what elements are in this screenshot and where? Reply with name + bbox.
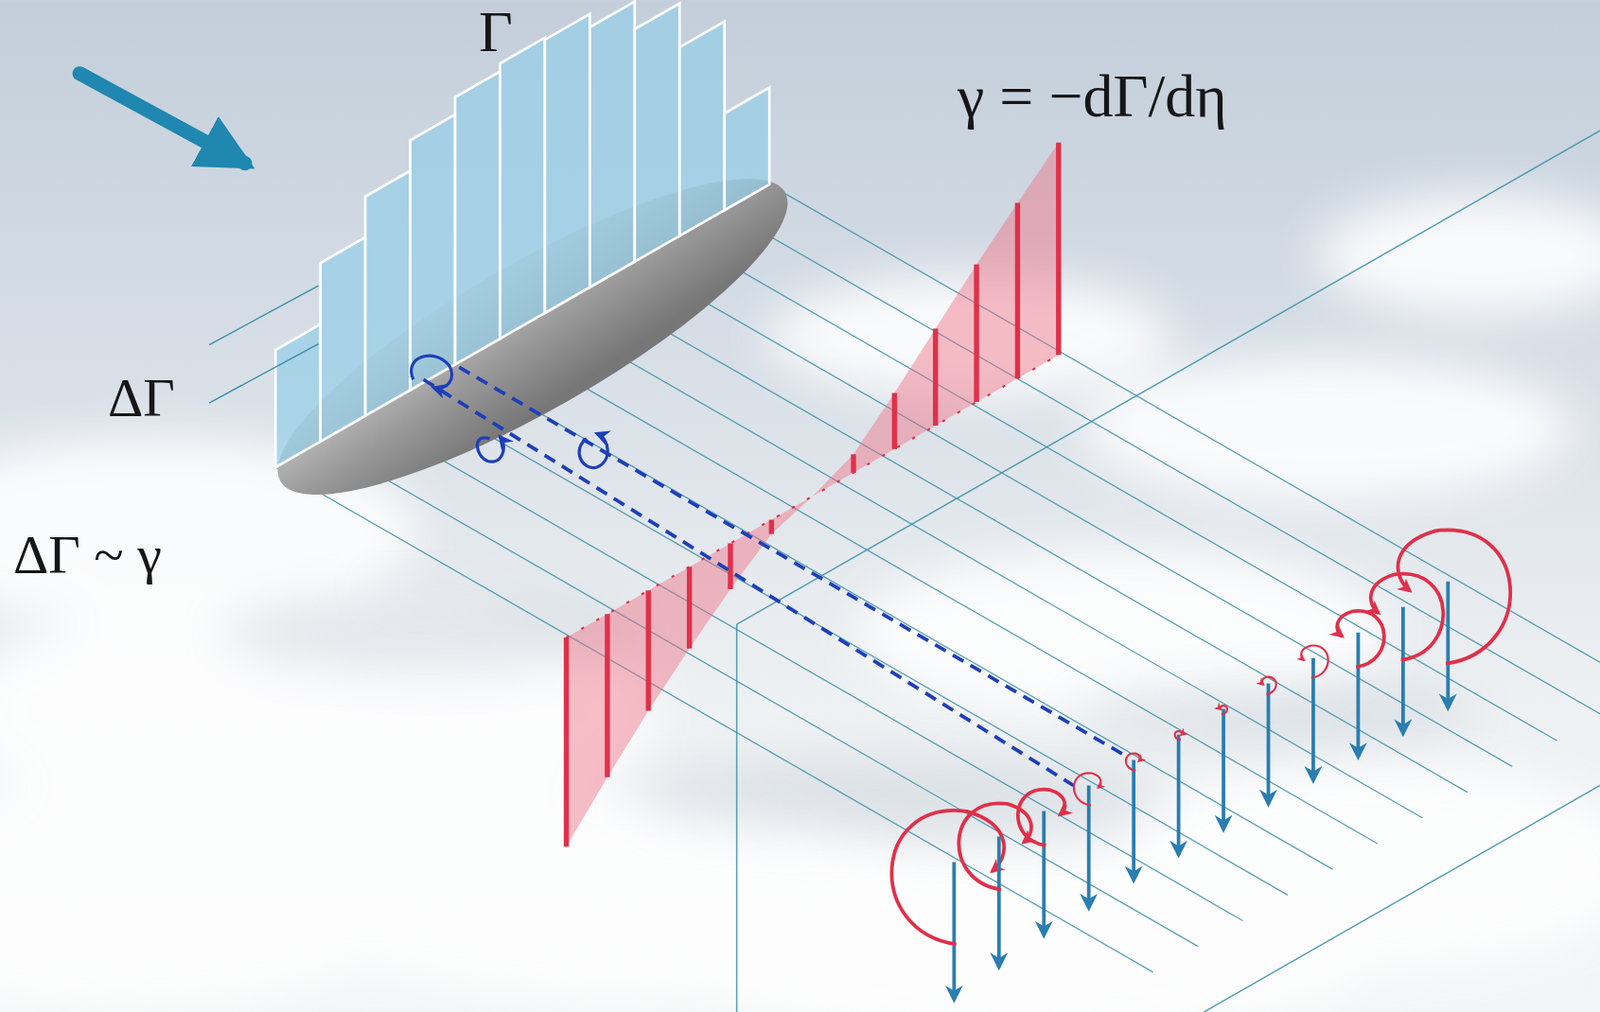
circulation-bar (365, 171, 410, 417)
downwash-arrow (1041, 810, 1046, 936)
downwash-arrow (1266, 684, 1271, 805)
circulation-bar (589, 1, 634, 288)
vortex-curl (1175, 731, 1182, 740)
formula-label: Γ (478, 1, 513, 61)
gamma-bar (850, 454, 856, 473)
downwash-arrow (1177, 735, 1181, 856)
circulation-bar (499, 37, 545, 339)
gamma-bar (973, 263, 979, 403)
vortex-curl (1073, 773, 1102, 806)
gamma-bar (563, 637, 569, 847)
downwash-arrow (1131, 760, 1136, 881)
vortex-curl (1220, 705, 1228, 715)
vortex-curl (1262, 677, 1277, 695)
trailing-line (320, 441, 1198, 948)
circulation-bar (679, 21, 724, 237)
trailing-line (365, 416, 1243, 922)
circulation-bar (545, 14, 590, 314)
circulation-bar (320, 237, 366, 442)
gamma-axis (566, 354, 1059, 638)
gamma-area (812, 142, 1059, 497)
circulation-bar (410, 114, 456, 390)
trailing-line (679, 235, 1557, 741)
gamma-bar (646, 590, 651, 711)
trailing-line (455, 364, 1333, 870)
gamma-bar (769, 520, 774, 535)
formula-label: ΔΓ (107, 370, 176, 426)
circulation-bar (724, 87, 770, 211)
gamma-bar (932, 328, 938, 425)
downwash-arrow (951, 861, 956, 1001)
vortex-curl (891, 810, 1004, 945)
gamma-bar (686, 566, 692, 649)
vortex-curl (1397, 529, 1511, 664)
gamma-bar (604, 614, 610, 778)
vortex-curl (1301, 646, 1329, 679)
downwash-arrow (997, 836, 1002, 968)
gamma-bar (1055, 142, 1061, 355)
gamma-area (566, 496, 813, 848)
gamma-bar (1015, 203, 1020, 379)
trailing-line (769, 184, 1600, 690)
formula-label: ΔΓ ~ γ (13, 527, 162, 583)
formula-label: γ = −dΓ/dη (957, 66, 1228, 127)
downwash-arrow (1401, 607, 1406, 735)
vortex-curl (1018, 790, 1066, 846)
vortex-curl (1125, 754, 1141, 772)
circulation-bar (634, 3, 680, 263)
trailing-line (634, 262, 1513, 768)
vortex-curl (1336, 611, 1385, 668)
gamma-bar (727, 543, 733, 590)
vortex-curl (958, 803, 1032, 890)
downwash-arrow (1221, 709, 1226, 830)
downwash-arrow (1445, 581, 1450, 709)
gamma-bar (892, 393, 897, 450)
circulation-bar (455, 71, 500, 366)
downwash-arrow (1356, 632, 1361, 758)
trailing-line (724, 210, 1600, 716)
trailing-line (275, 467, 1153, 973)
